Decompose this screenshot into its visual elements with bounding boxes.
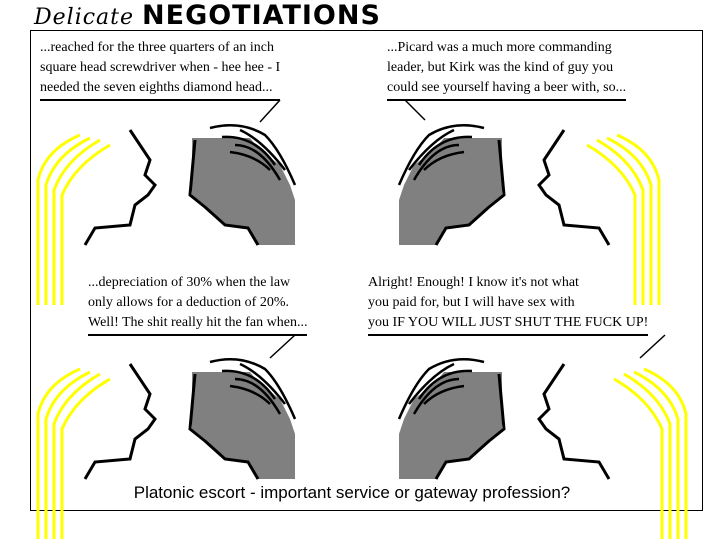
speech-line: leader, but Kirk was the kind of guy you bbox=[387, 60, 614, 75]
comic-frame bbox=[30, 30, 703, 511]
bubble-tail-3 bbox=[269, 334, 296, 359]
speech-line: Well! The shit really hit the fan when..… bbox=[88, 315, 308, 330]
bubble-tail-1 bbox=[259, 99, 281, 123]
panel-4-figures bbox=[397, 357, 688, 541]
bubble-tail-2 bbox=[404, 99, 426, 121]
speech-bubble-3: ...depreciation of 30% when the law only… bbox=[88, 273, 308, 336]
speech-line: ...reached for the three quarters of an … bbox=[40, 40, 274, 55]
speech-line: could see yourself having a beer with, s… bbox=[387, 80, 627, 95]
speech-bubble-4: Alright! Enough! I know it's not what yo… bbox=[368, 273, 649, 336]
speech-line: square head screwdriver when - hee hee -… bbox=[40, 60, 281, 75]
bubble-tail-4 bbox=[639, 334, 666, 359]
speech-line: Alright! Enough! I know it's not what bbox=[368, 275, 579, 290]
comic-title: Delicate NEGOTIATIONS bbox=[34, 0, 381, 31]
speech-line: ...Picard was a much more commanding bbox=[387, 40, 612, 55]
speech-line: you IF YOU WILL JUST SHUT THE FUCK UP! bbox=[368, 315, 649, 330]
speech-line: needed the seven eighths diamond head... bbox=[40, 80, 273, 95]
panel-3-figures bbox=[36, 357, 297, 541]
title-prefix: Delicate bbox=[34, 5, 135, 30]
speech-line: only allows for a deduction of 20%. bbox=[88, 295, 290, 310]
speech-bubble-2: ...Picard was a much more commanding lea… bbox=[387, 38, 627, 101]
speech-line: ...depreciation of 30% when the law bbox=[88, 275, 291, 290]
speech-bubble-1: ...reached for the three quarters of an … bbox=[40, 38, 281, 101]
title-main: NEGOTIATIONS bbox=[142, 0, 381, 31]
speech-line: you paid for, but I will have sex with bbox=[368, 295, 575, 310]
comic-caption: Platonic escort - important service or g… bbox=[133, 483, 571, 502]
